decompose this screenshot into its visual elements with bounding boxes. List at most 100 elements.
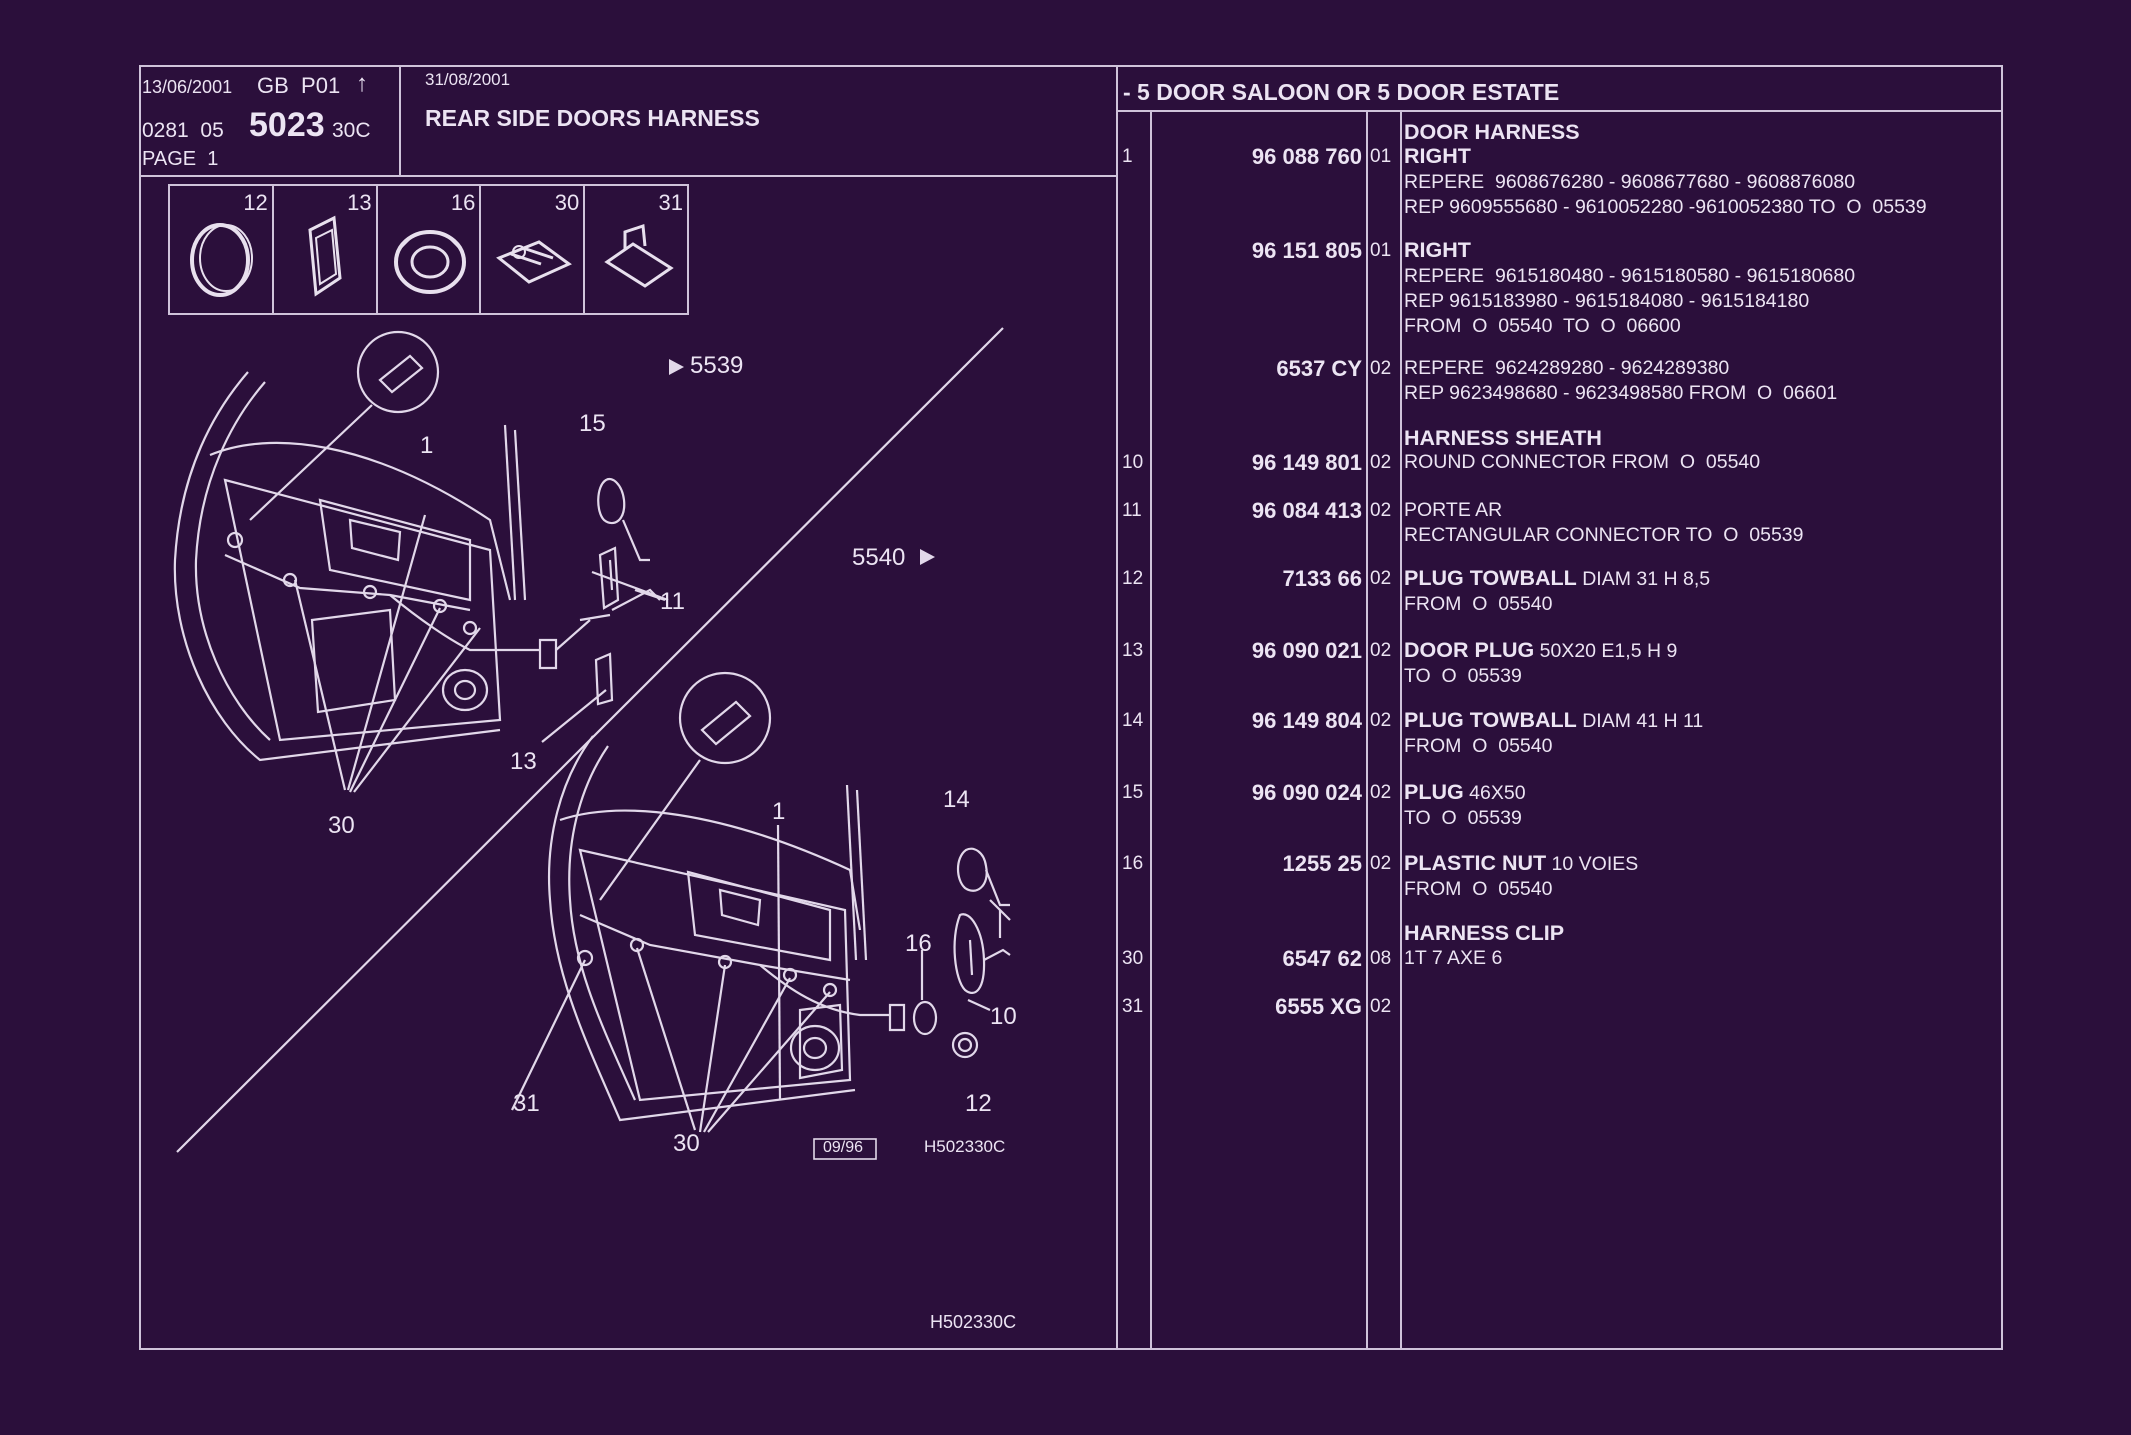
icon-cell-16: 16 [378, 186, 482, 313]
part-description: PLUG TOWBALL DIAM 41 H 11 FROM O 05540 [1404, 708, 1703, 759]
label-13: 13 [510, 748, 537, 775]
description-line: PORTE AR [1404, 498, 1804, 523]
section-heading: DOOR HARNESS [1404, 120, 1580, 146]
quantity-code: 08 [1370, 948, 1392, 969]
part-number: 96 090 021 [1251, 638, 1362, 663]
description-text: 50X20 E1,5 H 9 [1534, 640, 1678, 662]
arrow-5539-icon [669, 359, 684, 375]
label-12: 12 [965, 1090, 992, 1117]
header-date: 13/06/2001 [142, 77, 233, 97]
label-16: 16 [905, 930, 932, 957]
arrow-5540-icon [920, 549, 935, 565]
description-text: FROM O 05540 [1404, 735, 1553, 757]
label-1-lower: 1 [772, 798, 786, 825]
description-line: TO O 05539 [1404, 806, 1526, 831]
upper-door-drawing [173, 330, 669, 793]
part-number: 7133 66 [1282, 566, 1362, 591]
part-description: 1T 7 AXE 6 [1404, 946, 1502, 971]
part-number: 6555 XG [1275, 994, 1362, 1019]
part-number: 96 084 413 [1251, 498, 1362, 523]
label-11: 11 [660, 588, 685, 615]
part-description: RIGHT REPERE 9608676280 - 9608677680 - 96… [1404, 144, 1927, 220]
part-number: 96 151 805 [1251, 238, 1362, 263]
quantity-code: 02 [1370, 782, 1392, 803]
description-text: REPERE 9608676280 - 9608677680 - 9608876… [1404, 171, 1856, 193]
clip-icon [604, 223, 674, 288]
description-bold: DOOR HARNESS [1404, 120, 1580, 144]
part-description: ROUND CONNECTOR FROM O 05540 [1404, 450, 1760, 475]
description-bold: HARNESS CLIP [1404, 921, 1565, 945]
description-line: RIGHT [1404, 144, 1927, 170]
part-number: 96 088 760 [1251, 144, 1362, 169]
description-line: PLASTIC NUT 10 VOIES [1404, 851, 1638, 877]
plastic-nut-icon [393, 230, 466, 294]
description-text: ROUND CONNECTOR FROM O 05540 [1404, 451, 1761, 473]
icon-num: 12 [243, 190, 268, 215]
label-30-upper: 30 [328, 812, 355, 839]
header-split-line [399, 65, 401, 177]
section-heading: HARNESS SHEATH [1404, 426, 1602, 452]
description-text: RECTANGULAR CONNECTOR TO O 05539 [1404, 524, 1804, 546]
description-text: FROM O 05540 [1404, 878, 1553, 900]
description-text: FROM O 05540 [1404, 593, 1553, 615]
quantity-code: 02 [1370, 568, 1392, 589]
icon-cell-13: 13 [274, 186, 378, 313]
description-line: REP 9609555680 - 9610052280 -9610052380 … [1404, 195, 1927, 220]
icon-num: 16 [450, 190, 476, 215]
item-number: 15 [1122, 782, 1144, 803]
part-number: 1255 25 [1282, 851, 1362, 876]
description-line: TO O 05539 [1404, 664, 1677, 689]
icon-cell-30: 30 [481, 186, 586, 313]
diagram-ref-mid: H502330C [924, 1137, 1006, 1156]
item-number: 10 [1122, 452, 1144, 473]
description-line: HARNESS SHEATH [1404, 426, 1602, 452]
header-page: PAGE 1 [142, 148, 219, 170]
description-line: REPERE 9615180480 - 9615180580 - 9615180… [1404, 264, 1855, 289]
vehicle-range: - 5 DOOR SALOON OR 5 DOOR ESTATE [1123, 79, 1560, 105]
item-number: 1 [1122, 146, 1133, 167]
description-bold: DOOR PLUG [1404, 638, 1535, 662]
part-number: 96 149 801 [1251, 450, 1362, 475]
description-bold: RIGHT [1404, 144, 1471, 168]
col-qty-divider [1400, 110, 1402, 1350]
description-line: HARNESS CLIP [1404, 921, 1564, 947]
description-line: FROM O 05540 [1404, 877, 1638, 902]
description-text: DIAM 31 H 8,5 [1576, 568, 1711, 590]
up-arrow-icon: ↑ [356, 70, 368, 97]
description-line: FROM O 05540 TO O 06600 [1404, 314, 1855, 339]
description-text: 1T 7 AXE 6 [1404, 947, 1503, 969]
header-number: 5023 [249, 106, 325, 144]
description-bold: PLUG TOWBALL [1404, 566, 1577, 590]
description-text: REP 9615183980 - 9615184080 - 9615184180 [1404, 290, 1810, 312]
quantity-code: 02 [1370, 710, 1392, 731]
page-frame [139, 65, 2003, 1350]
parts-icons-strip: 12 13 16 30 31 [168, 184, 689, 315]
icon-num: 31 [658, 190, 683, 215]
section-heading: HARNESS CLIP [1404, 921, 1564, 947]
item-number: 13 [1122, 640, 1144, 661]
description-line: DOOR HARNESS [1404, 120, 1580, 146]
description-text: DIAM 41 H 11 [1576, 710, 1704, 732]
part-number: 96 090 024 [1251, 780, 1362, 805]
label-31: 31 [513, 1090, 540, 1117]
description-bold: PLUG TOWBALL [1404, 708, 1577, 732]
quantity-code: 02 [1370, 853, 1392, 874]
part-number: 6537 CY [1276, 356, 1362, 381]
header-lang-code: GB P01 [257, 73, 340, 99]
round-plug-icon [190, 223, 253, 297]
label-30-lower: 30 [673, 1130, 700, 1157]
header-code: P01 [301, 73, 341, 98]
item-number: 31 [1122, 996, 1144, 1017]
description-text: REP 9623498680 - 9623498580 FROM O 06601 [1404, 382, 1838, 404]
description-line: REP 9615183980 - 9615184080 - 9615184180 [1404, 289, 1855, 314]
description-text: REPERE 9624289280 - 9624289380 [1404, 357, 1730, 379]
description-line: REPERE 9624289280 - 9624289380 [1404, 356, 1837, 381]
description-line: PLUG 46X50 [1404, 780, 1526, 806]
item-number: 12 [1122, 568, 1144, 589]
quantity-code: 02 [1370, 996, 1392, 1017]
